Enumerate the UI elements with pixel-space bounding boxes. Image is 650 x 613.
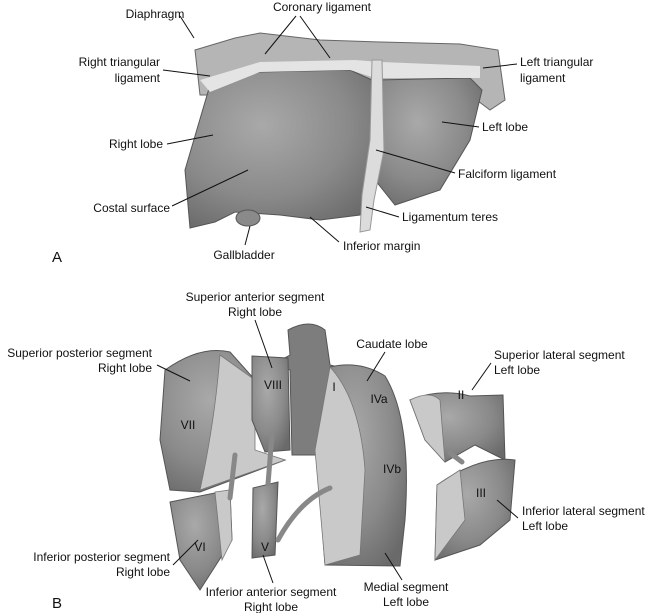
panel-a-illustration [184,32,506,233]
panel-letter-b: B [52,595,62,612]
segment-number-viii: VIII [264,378,282,392]
label-right-triangular: Right triangular [79,55,160,69]
label-right-lobe: Right lobe [109,137,163,151]
label-inferior-posterior-lobe: Right lobe [116,565,170,579]
segment-number-i: I [332,380,335,394]
label-medial-segment: Medial segment [364,580,449,594]
segment-number-v: V [261,540,269,554]
label-inferior-lateral-segment: Inferior lateral segment [522,504,645,518]
segment-number-ivb: IVb [383,462,401,476]
label-superior-lateral-segment: Superior lateral segment [494,348,625,362]
falciform-ligament-shape [359,59,385,233]
left-lobe-shape [374,77,483,206]
coronary-ligament-shape [200,60,480,92]
label-left-triangular: Left triangular [520,55,593,69]
label-superior-anterior-segment: Superior anterior segment [186,290,325,304]
label-gallbladder: Gallbladder [213,248,274,262]
segment-number-iva: IVa [370,392,387,406]
label-diaphragm: Diaphragm [126,7,185,21]
label-falciform-ligament: Falciform ligament [458,167,557,181]
label-inferior-posterior-segment: Inferior posterior segment [33,550,170,564]
label-inferior-margin: Inferior margin [343,239,420,253]
segment-number-iii: III [476,486,486,500]
label-inferior-anterior-lobe: Right lobe [244,600,298,613]
panel-b-illustration [159,323,516,591]
label-superior-lateral-lobe: Left lobe [494,363,540,377]
segment-number-vi: VI [194,540,205,554]
label-superior-anterior-lobe: Right lobe [228,305,282,319]
label-left-triangular-2: ligament [520,71,566,85]
label-superior-posterior-lobe: Right lobe [98,361,152,375]
label-inferior-anterior-segment: Inferior anterior segment [206,585,337,599]
label-right-triangular-2: ligament [115,71,161,85]
label-superior-posterior-segment: Superior posterior segment [7,346,152,360]
gallbladder-shape [235,209,261,227]
label-costal-surface: Costal surface [93,201,170,215]
panel-b-labels: Superior anterior segment Right lobe Sup… [7,290,645,613]
label-left-lobe: Left lobe [482,120,528,134]
vena-cava-shape [270,323,352,456]
label-ligamentum-teres: Ligamentum teres [402,210,498,224]
label-inferior-lateral-lobe: Left lobe [522,519,568,533]
label-medial-lobe: Left lobe [383,595,429,609]
segment-viii-shape [251,355,291,453]
panel-letter-a: A [52,249,62,266]
label-coronary-ligament: Coronary ligament [273,0,372,14]
label-caudate-lobe: Caudate lobe [356,337,428,351]
segment-number-ii: II [458,388,465,402]
panel-a-labels: Diaphragm Coronary ligament Right triang… [52,0,593,266]
segment-number-vii: VII [181,418,196,432]
right-lobe-shape [184,69,379,229]
